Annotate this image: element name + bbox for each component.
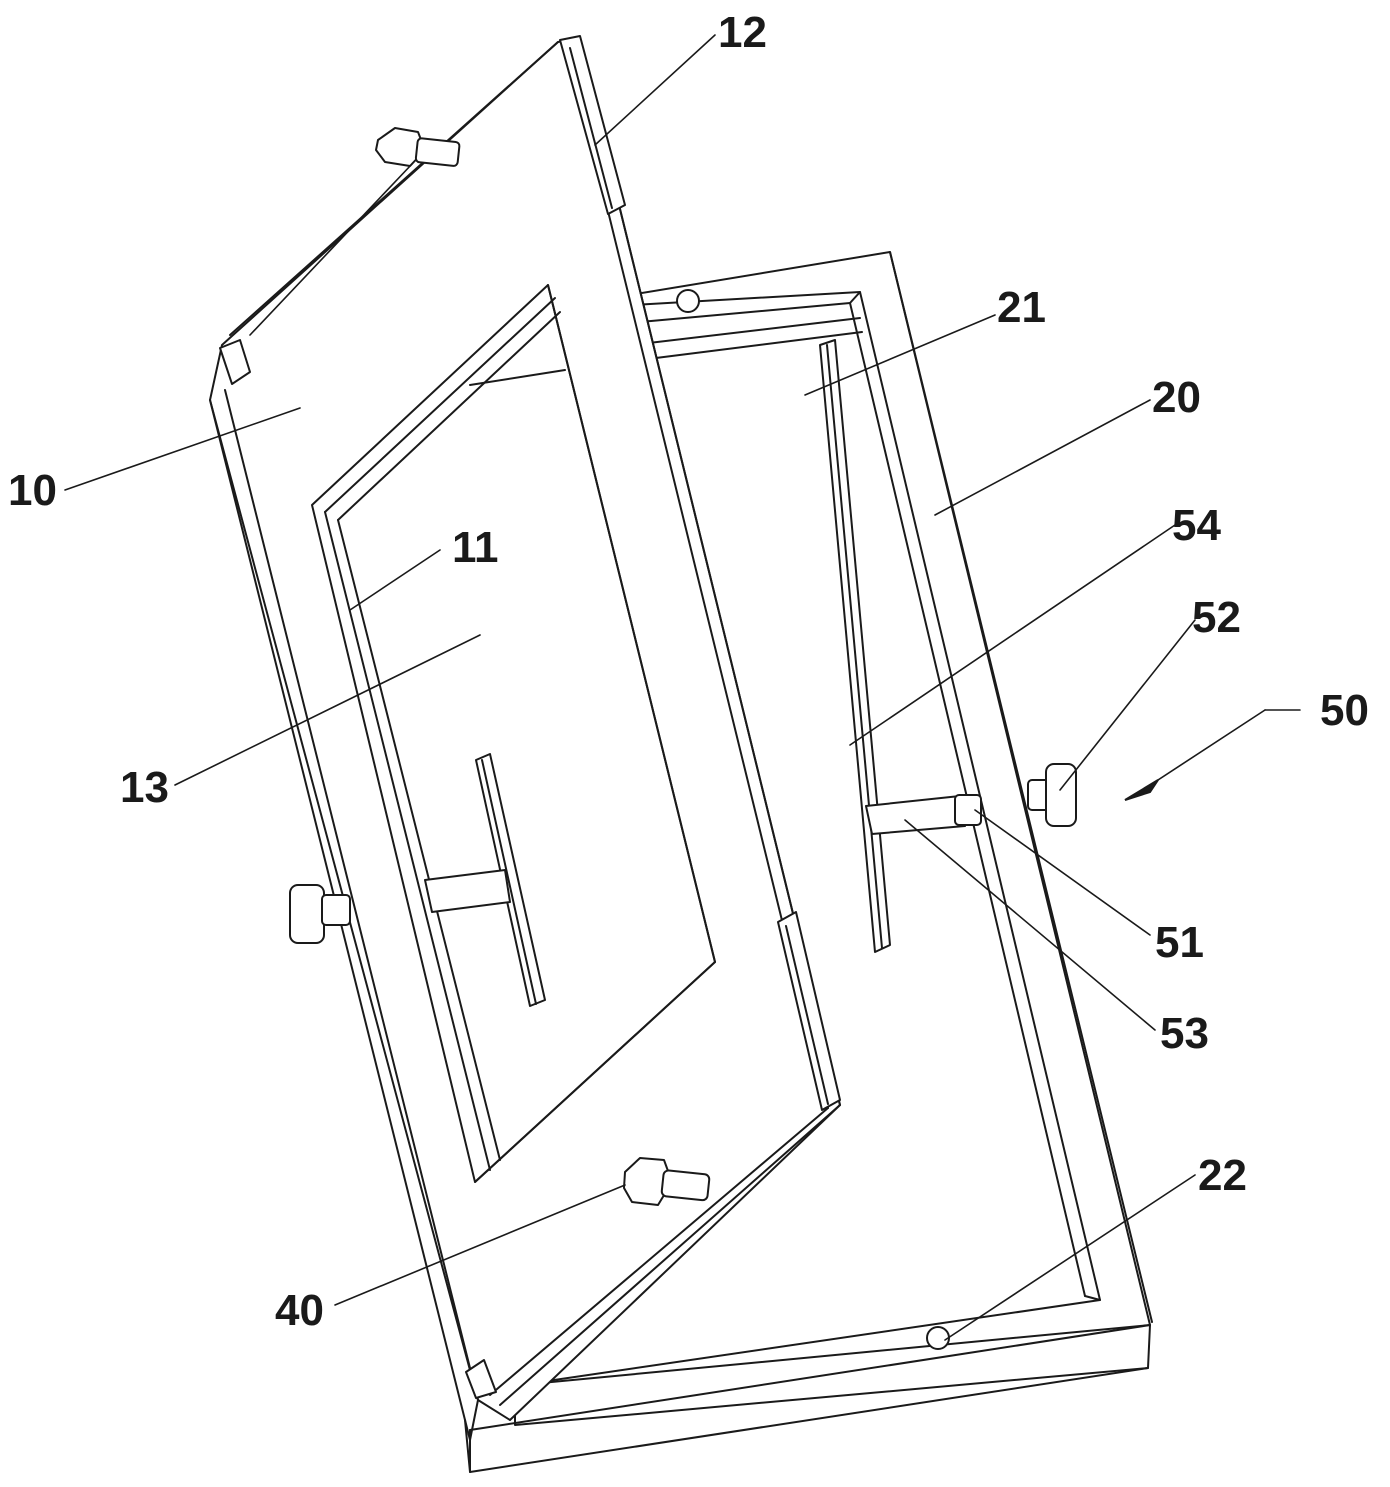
pin-hole-top [676,289,700,313]
label-51: 51 [1155,918,1204,967]
label-22: 22 [1198,1151,1247,1200]
pin-hole-bottom [926,1326,950,1350]
label-40: 40 [275,1286,324,1335]
cover-frame [209,35,841,1441]
numeral-labels: 10 11 12 13 20 21 22 40 50 51 52 53 54 [8,8,1369,1335]
knob-left [289,884,351,944]
label-20: 20 [1152,373,1201,422]
bolt-bottom [623,1157,711,1206]
leader-lines [64,34,1301,1341]
label-11: 11 [452,523,499,572]
label-53: 53 [1160,1009,1209,1058]
label-50: 50 [1320,686,1369,735]
label-12: 12 [718,8,767,57]
clamp-assembly [819,339,1077,953]
label-52: 52 [1192,593,1241,642]
label-21: 21 [997,283,1046,332]
label-54: 54 [1172,501,1221,550]
label-10: 10 [8,466,57,515]
label-13: 13 [120,763,169,812]
bolt-top [375,127,461,167]
